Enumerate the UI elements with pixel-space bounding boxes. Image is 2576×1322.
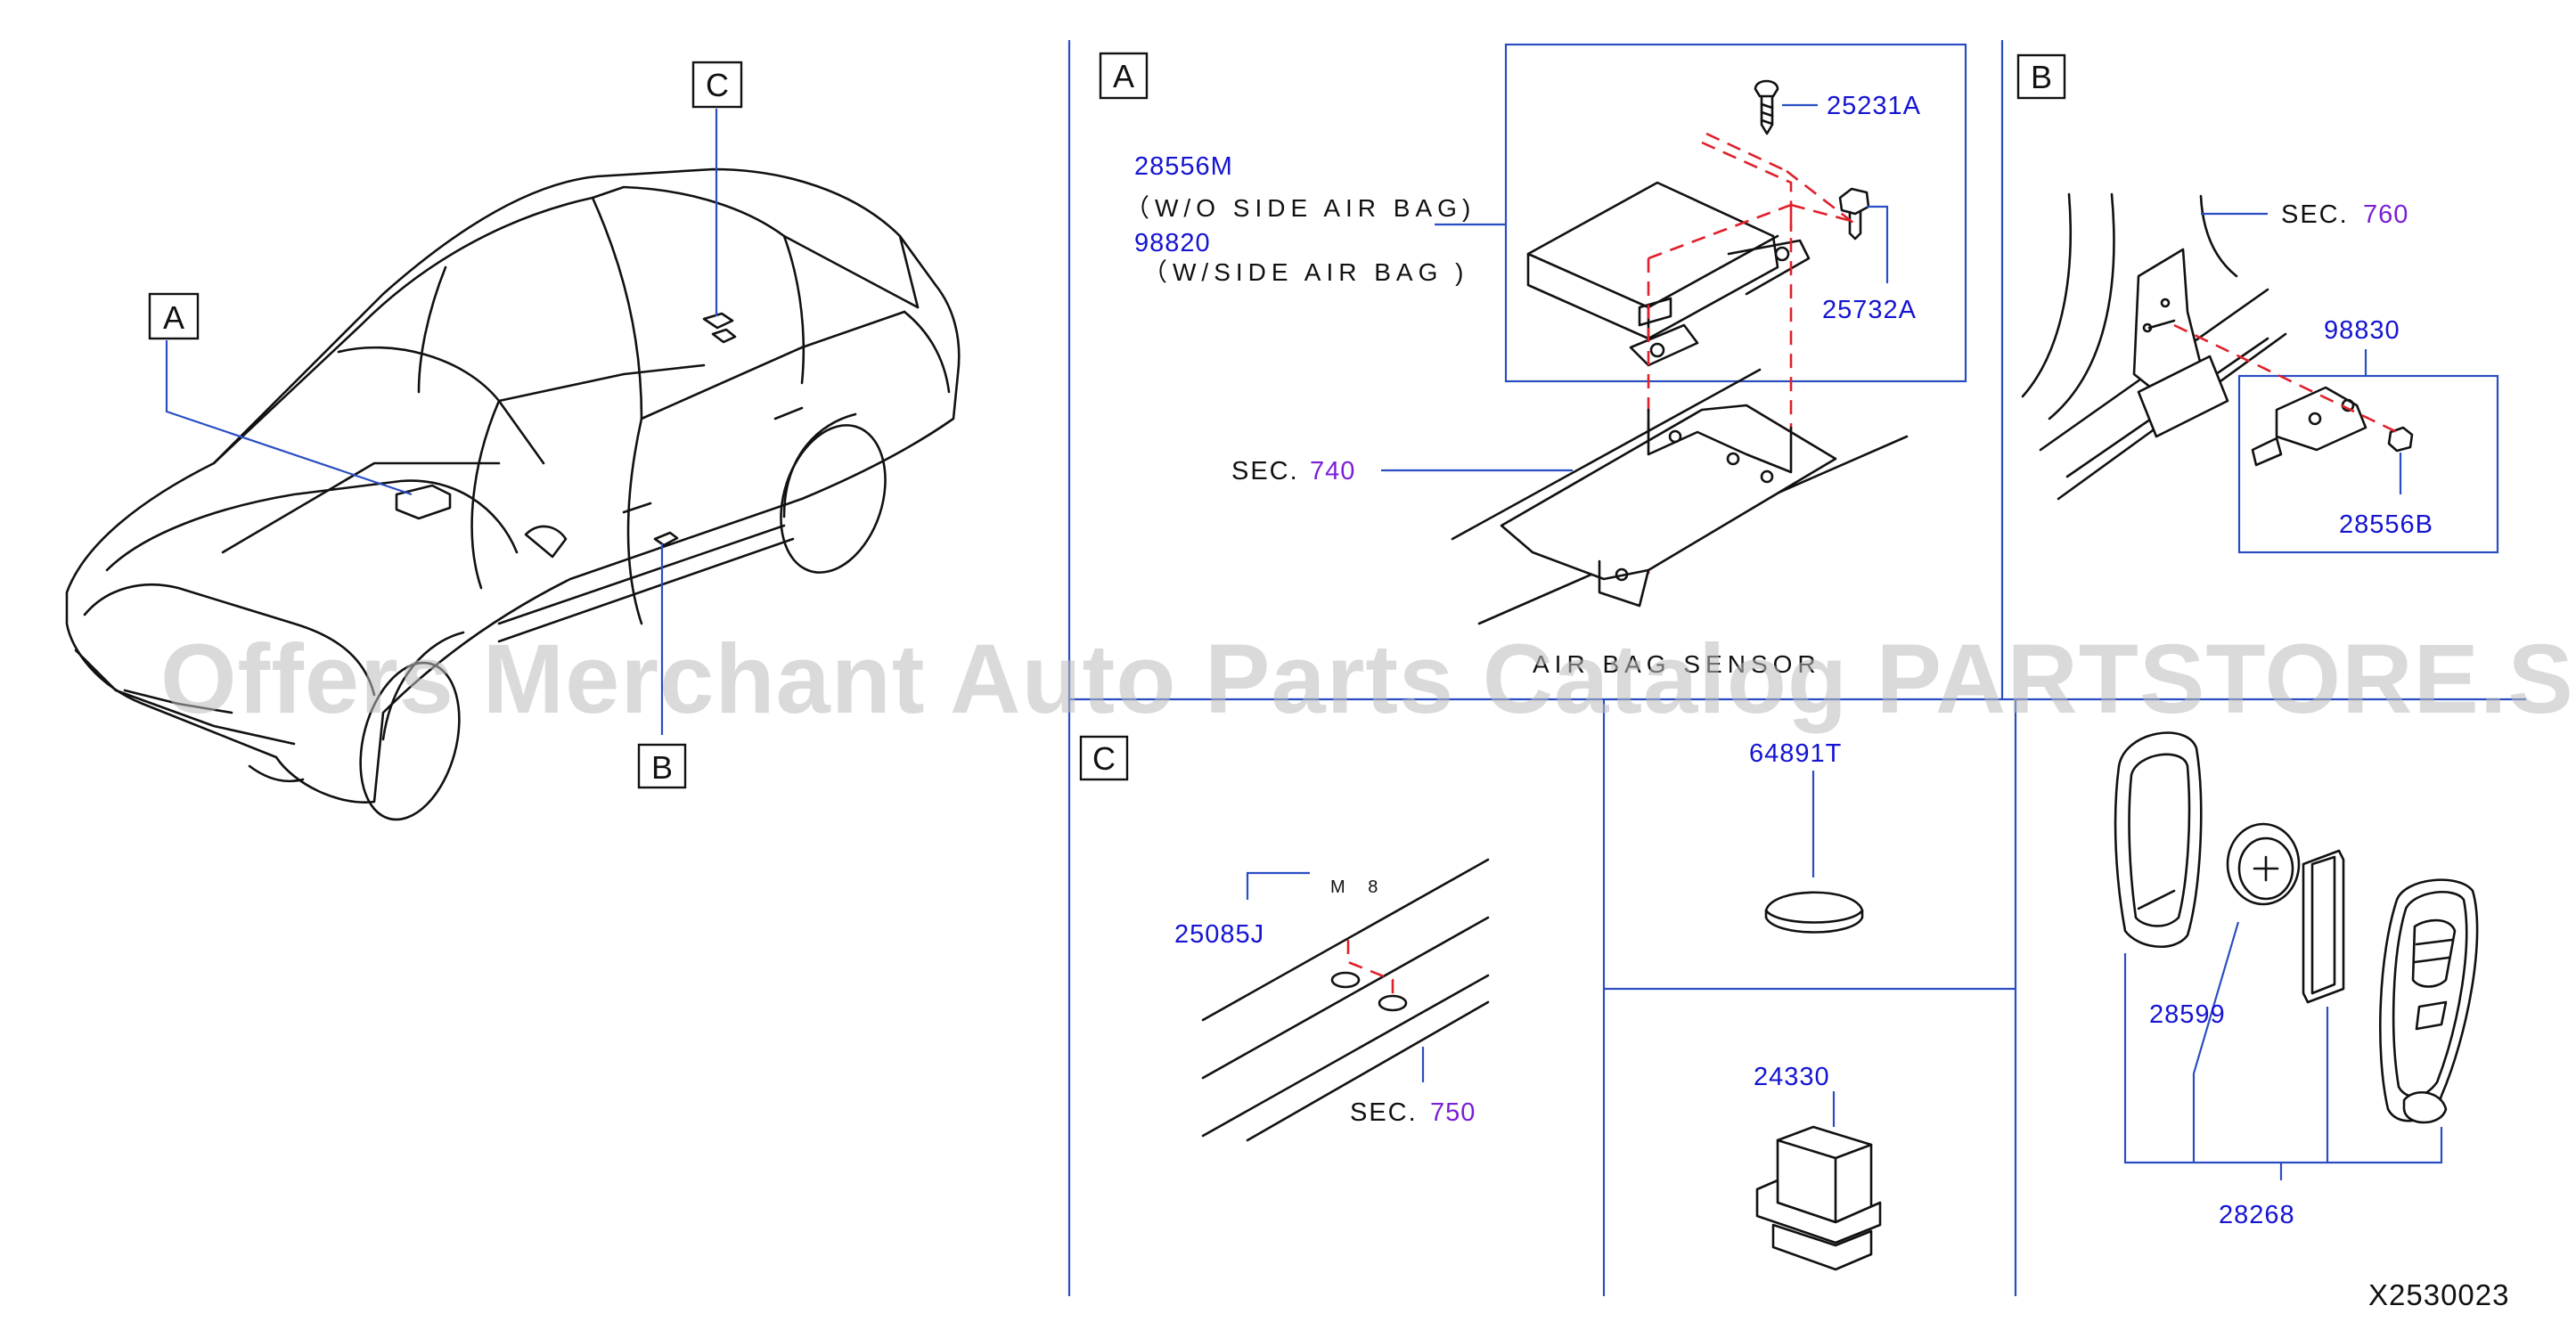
screw-25231a-icon [1754, 79, 1779, 135]
b-pillar-structure [2021, 192, 2287, 501]
watermark-text: Offers Merchant Auto Parts Catalog PARTS… [160, 624, 2576, 734]
part-64891t-label[interactable]: 64891T [1749, 739, 1842, 768]
panel-a-tag-label: A [1113, 58, 1134, 94]
callout-b[interactable]: B [637, 743, 687, 789]
panel-b: B SEC. [2016, 53, 2499, 554]
callout-a[interactable]: A [148, 292, 200, 340]
car-body-outline [65, 167, 961, 804]
relay-24330-icon [1755, 1125, 1882, 1271]
panel-c-tag: C [1079, 735, 1129, 781]
side-sensor-98830 [2251, 386, 2367, 467]
part-25732a-label[interactable]: 25732A [1822, 296, 1917, 324]
car-front-wheel [359, 661, 461, 821]
sec-740-link[interactable]: 740 [1310, 457, 1355, 486]
panel-c: C M 8 25085J SEC. 750 [1079, 735, 1490, 1142]
fob-back-shell-icon [2114, 731, 2203, 948]
car-callout-leaders [165, 109, 718, 735]
sec-750-prefix: SEC. [1350, 1098, 1418, 1127]
car-roof-sensor [702, 312, 734, 330]
car-roof [212, 185, 920, 465]
sec-760-link[interactable]: 760 [2363, 200, 2408, 229]
fob-insert-plate-icon [2302, 849, 2345, 1004]
part-25231a-label[interactable]: 25231A [1827, 92, 1921, 120]
panel-b-tag: B [2016, 53, 2066, 100]
part-64891t-group: 64891T [1749, 739, 1864, 934]
part-28268-label[interactable]: 28268 [2219, 1201, 2295, 1229]
nut-28556b-icon [2387, 426, 2414, 453]
fob-front-case-icon [2378, 878, 2479, 1124]
note-with-side-airbag: （W/SIDE AIR BAG ) [1142, 258, 1468, 286]
car-overview [65, 167, 961, 821]
key-fob-group: 28599 28268 [2114, 731, 2479, 1229]
part-28599-label[interactable]: 28599 [2149, 1000, 2226, 1029]
m8-spec-label: M 8 [1330, 877, 1386, 897]
callout-b-label: B [651, 749, 673, 786]
panel-dividers [1067, 40, 2526, 1296]
note-without-side-airbag: （W/O SIDE AIR BAG) [1124, 194, 1476, 222]
panel-a-tag: A [1099, 52, 1149, 100]
callout-c[interactable]: C [691, 61, 743, 109]
airbag-sensor-unit [1526, 181, 1811, 367]
sec-760-prefix: SEC. [2281, 200, 2349, 229]
bolt-25732a-icon [1838, 187, 1870, 241]
coin-battery-icon [2226, 822, 2301, 906]
car-hood [105, 479, 519, 572]
part-24330-group: 24330 [1754, 1063, 1882, 1271]
sensor-group-box [1504, 43, 1967, 383]
car-side-sensor [653, 531, 679, 547]
roof-rail [1201, 858, 1490, 1142]
part-25085j-label[interactable]: 25085J [1174, 920, 1264, 949]
part-28556b-label[interactable]: 28556B [2339, 510, 2433, 539]
part-28556m-label[interactable]: 28556M [1134, 152, 1233, 181]
plug-64891t-icon [1764, 891, 1864, 934]
side-sensor-group-box [2237, 374, 2499, 554]
floor-bracket [1451, 368, 1909, 625]
sec-750-link[interactable]: 750 [1430, 1098, 1476, 1127]
callout-c-label: C [706, 67, 729, 103]
car-rear-wheel [780, 424, 887, 574]
panel-c-tag-label: C [1092, 740, 1116, 777]
diagram-id-label: X2530023 [2368, 1278, 2509, 1311]
air-bag-sensor-caption: AIR BAG SENSOR [1533, 650, 1821, 678]
part-98830-label[interactable]: 98830 [2324, 316, 2400, 345]
part-98820-label[interactable]: 98820 [1134, 229, 1211, 257]
sec-740-prefix: SEC. [1231, 457, 1299, 486]
callout-a-label: A [163, 299, 184, 336]
part-24330-label[interactable]: 24330 [1754, 1063, 1830, 1091]
panel-a: A [1099, 43, 1967, 678]
panel-b-tag-label: B [2031, 59, 2052, 95]
car-sensor-module [395, 484, 452, 520]
